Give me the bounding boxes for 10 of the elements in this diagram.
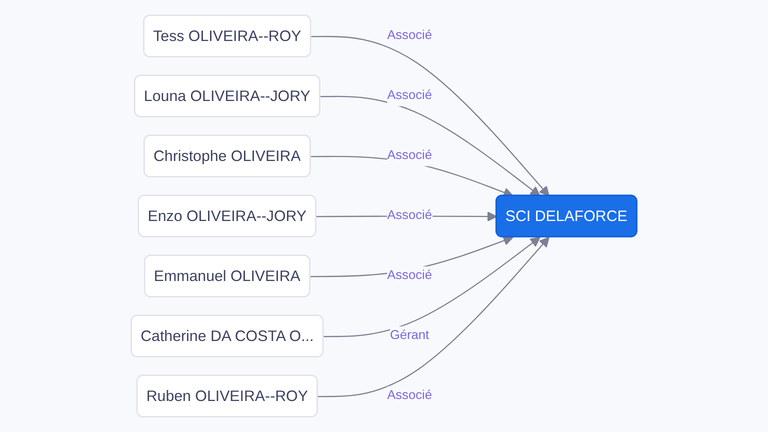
edge-label: Associé (387, 268, 432, 283)
edge-label: Associé (387, 148, 432, 163)
edge-label: Associé (387, 28, 432, 43)
edge-label: Gérant (390, 328, 430, 343)
edge-label: Associé (387, 208, 432, 223)
arrow (324, 236, 540, 338)
edge-label: Associé (387, 388, 432, 403)
edge-label: Associé (387, 88, 432, 103)
arrow (320, 96, 540, 196)
arrow (318, 236, 550, 398)
